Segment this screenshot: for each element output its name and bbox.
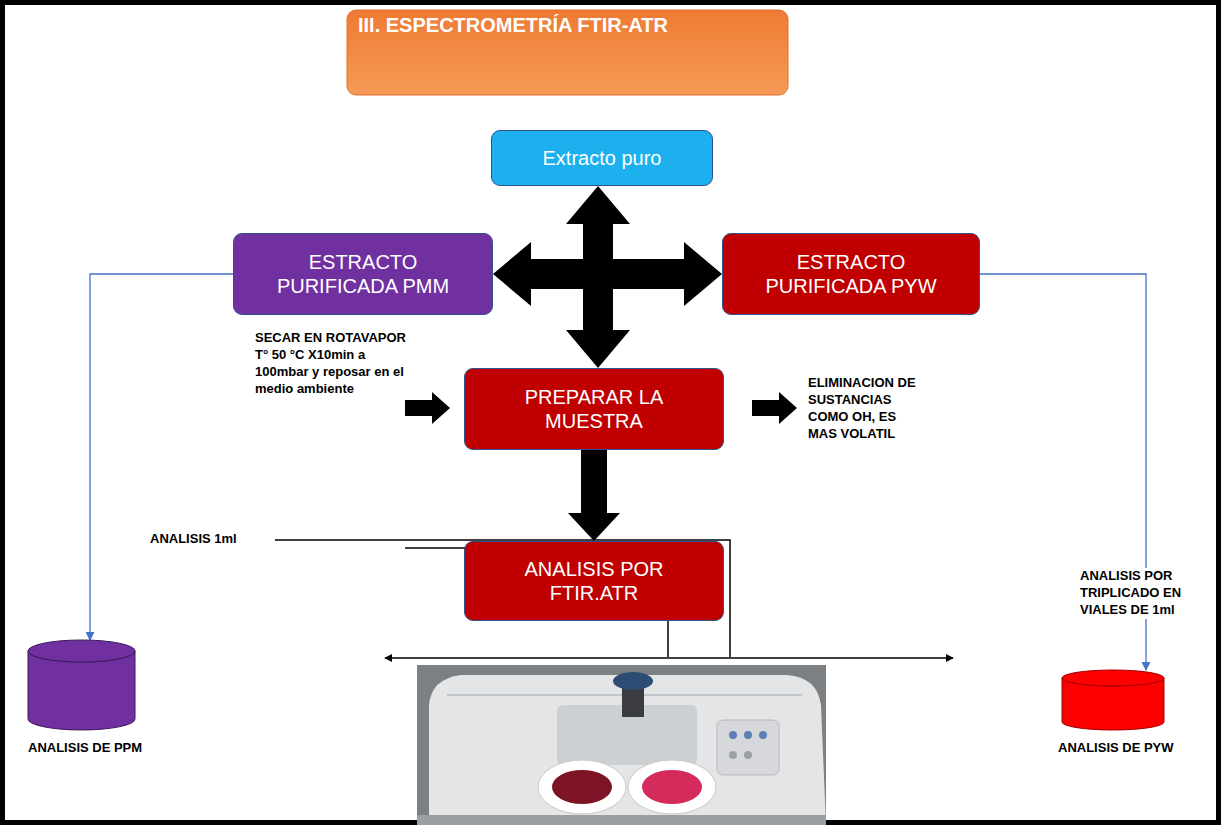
photo-ground — [417, 665, 826, 825]
annotation-text: ANALISIS POR TRIPLICADO EN VIALES DE 1ml — [1080, 568, 1192, 619]
cylinder-shape — [1062, 670, 1164, 730]
vial-cylinder: ANALISIS DE PYW — [1058, 670, 1208, 756]
title-band — [347, 10, 788, 95]
cylinder-top — [28, 640, 135, 662]
cylinder-shape — [28, 640, 135, 730]
step-arrow — [752, 392, 797, 424]
box-text: ANALISIS POR FTIR.ATR — [495, 557, 693, 605]
process-box: ESTRACTO PURIFICADA PYW — [722, 233, 980, 315]
vial-caption: ANALISIS DE PYW — [1058, 740, 1174, 756]
panel-button — [729, 751, 737, 759]
vial-caption: ANALISIS DE PPM — [28, 740, 142, 756]
panel-button — [744, 751, 752, 759]
button-panel — [717, 720, 779, 775]
box-text: ESTRACTO PURIFICADA PMM — [264, 250, 462, 298]
box-text: PREPARAR LA MUESTRA — [495, 385, 693, 433]
panel-button — [744, 731, 752, 739]
panel-button — [759, 731, 767, 739]
box-text: ESTRACTO PURIFICADA PYW — [753, 250, 949, 298]
process-box: ESTRACTO PURIFICADA PMM — [233, 233, 493, 315]
diagram-title: III. ESPECTROMETRÍA FTIR-ATR — [358, 14, 668, 37]
sample-extract — [642, 770, 702, 804]
cylinder-top — [1062, 670, 1164, 686]
sample-extract — [552, 770, 612, 804]
span-arrow — [385, 657, 953, 658]
flow-line — [90, 274, 233, 640]
press-knob — [613, 672, 653, 690]
photo-bottom — [417, 815, 826, 825]
instrument-photo — [417, 665, 826, 825]
sample-dish — [628, 760, 716, 814]
vial-cylinder: ANALISIS DE PPM — [28, 640, 178, 756]
annotation-text: ELIMINACION DE SUSTANCIAS COMO OH, ES MA… — [808, 375, 928, 443]
annotation-text: ANALISIS 1ml — [150, 531, 237, 548]
instrument-body — [429, 675, 826, 825]
cylinder-body — [28, 651, 135, 730]
leader-line — [275, 540, 730, 657]
process-box: PREPARAR LA MUESTRA — [464, 368, 724, 450]
panel-button — [729, 731, 737, 739]
block-arrow — [568, 450, 620, 541]
annotation-text: SECAR EN ROTAVAPOR T° 50 °C X10min a 100… — [255, 330, 415, 398]
source-box: Extracto puro — [491, 130, 713, 186]
process-box: ANALISIS POR FTIR.ATR — [464, 541, 724, 621]
sample-dish — [538, 760, 626, 814]
block-arrow — [493, 242, 722, 306]
box-text: Extracto puro — [543, 146, 662, 170]
